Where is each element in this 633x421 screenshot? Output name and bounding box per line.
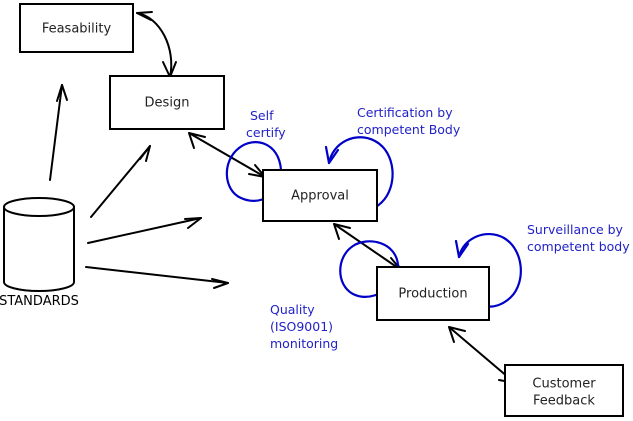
surveillance-line1: Surveillance by (527, 222, 624, 237)
quality-line3: monitoring (270, 336, 338, 351)
arrowhead-at-production (448, 326, 466, 343)
production-label: Production (398, 287, 467, 302)
node-approval[interactable]: Approval (262, 169, 378, 222)
edge-standards-to-design (90, 145, 151, 218)
node-production[interactable]: Production (376, 266, 490, 321)
edge-standards-to-production (85, 266, 229, 289)
node-standards[interactable]: STANDARDS (0, 197, 79, 309)
arrowhead-open (211, 278, 229, 289)
edge-standards-to-approval (87, 217, 202, 244)
edge-curve (136, 12, 173, 78)
certification-line2: competent Body (357, 122, 461, 137)
annotation-quality-monitoring: Quality (ISO9001) monitoring (270, 302, 338, 351)
self-certify-line1: Self (250, 108, 274, 123)
approval-label: Approval (291, 189, 349, 204)
node-customer-feedback[interactable]: Customer Feedback (504, 364, 624, 417)
annotation-self-certify: Self certify (246, 108, 286, 140)
loop-surveillance (454, 233, 522, 308)
node-design[interactable]: Design (109, 75, 225, 130)
loop-arrowhead (454, 239, 470, 259)
edge-design-to-feasability (136, 11, 177, 78)
annotation-surveillance: Surveillance by competent body (527, 222, 630, 254)
customer-feedback-box[interactable] (504, 364, 624, 417)
node-feasability[interactable]: Feasability (19, 3, 134, 53)
quality-line2: (ISO9001) (270, 319, 333, 334)
standards-label: STANDARDS (0, 294, 79, 309)
certification-line1: Certification by (357, 105, 453, 120)
feasability-label: Feasability (42, 22, 112, 37)
edge-line (49, 84, 63, 181)
design-box[interactable] (109, 75, 225, 130)
loop-arc-path (457, 233, 522, 308)
loop-arrowhead (324, 145, 340, 165)
arrowhead-at-feasability (136, 11, 153, 21)
arrowhead-open (139, 145, 151, 162)
arrowhead-open (56, 84, 68, 102)
arrowhead-at-approval (333, 223, 351, 240)
production-box[interactable] (376, 266, 490, 321)
standards-cylinder-top (3, 197, 75, 217)
annotation-certification: Certification by competent Body (357, 105, 461, 137)
edge-line (87, 217, 202, 244)
customer-feedback-label-line1: Customer (532, 377, 596, 392)
edge-standards-to-feasability (49, 84, 68, 181)
arrowhead-open (184, 217, 202, 229)
approval-box[interactable] (262, 169, 378, 222)
feasability-box[interactable] (19, 3, 134, 53)
quality-line1: Quality (270, 302, 315, 317)
edge-production-to-approval (333, 223, 402, 271)
customer-feedback-label-line2: Feedback (533, 394, 595, 409)
standards-cylinder-body[interactable] (3, 207, 75, 292)
design-label: Design (145, 96, 190, 111)
edge-line (188, 132, 266, 178)
arrowhead-at-design (188, 132, 206, 149)
arrowhead-at-design (162, 61, 177, 78)
edge-line (333, 223, 402, 271)
loop-arc-path (339, 240, 400, 298)
edge-line (85, 266, 229, 284)
self-certify-line2: certify (246, 125, 286, 140)
surveillance-line2: competent body (527, 239, 630, 254)
